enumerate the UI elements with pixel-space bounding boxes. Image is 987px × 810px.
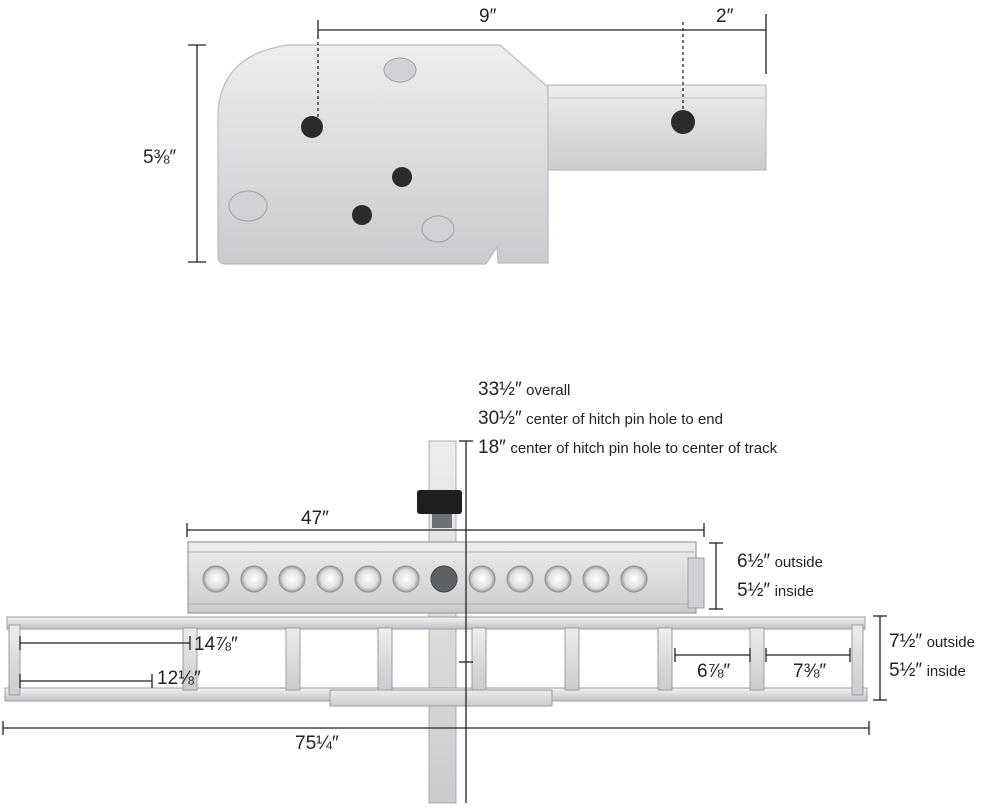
tray-crossbar bbox=[657, 627, 673, 691]
tube-hole bbox=[671, 110, 695, 134]
ramp-end-flap bbox=[687, 557, 705, 609]
bracket-tube-label: 2″ bbox=[716, 6, 734, 27]
tray-top-rail bbox=[6, 616, 866, 630]
bracket-plate bbox=[217, 44, 549, 265]
ramp-outside-label: 6½″ outside bbox=[737, 551, 823, 572]
note-overall: 33½″ overall bbox=[478, 379, 570, 400]
note-pin-to-end: 30½″ center of hitch pin hole to end bbox=[478, 408, 723, 429]
tray-end-right bbox=[851, 624, 864, 696]
clamp-block bbox=[417, 490, 462, 514]
bay-left-outer-label: 14⅞″ bbox=[194, 634, 238, 655]
bay-right-b-label: 7⅜″ bbox=[793, 661, 826, 682]
bay-left-inner-label: 12⅛″ bbox=[157, 668, 201, 689]
tray-inside-label: 5½″ inside bbox=[889, 660, 966, 681]
weld-bead bbox=[383, 57, 417, 83]
weld-bead bbox=[421, 215, 455, 243]
bracket-hole bbox=[301, 116, 323, 138]
tray-crossbar bbox=[285, 627, 301, 691]
mount-plate bbox=[329, 689, 553, 707]
tray-crossbar bbox=[471, 627, 487, 691]
tray-crossbar bbox=[377, 627, 393, 691]
bracket-width-label: 9″ bbox=[479, 6, 497, 27]
tray-end-left bbox=[8, 624, 21, 696]
hitch-bracket bbox=[188, 14, 767, 265]
bay-right-a-label: 6⅞″ bbox=[697, 661, 730, 682]
total-length-label: 75¼″ bbox=[295, 733, 339, 754]
tray-crossbar bbox=[564, 627, 580, 691]
ramp-length-label: 47″ bbox=[301, 508, 329, 529]
note-pin-to-track: 18″ center of hitch pin hole to center o… bbox=[478, 437, 778, 458]
hitch-carrier bbox=[2, 440, 887, 804]
tray-crossbar bbox=[749, 627, 765, 691]
bracket-hole bbox=[352, 205, 372, 225]
weld-bead bbox=[228, 190, 268, 222]
tray-outside-label: 7½″ outside bbox=[889, 631, 975, 652]
bracket-tube bbox=[547, 84, 767, 171]
bracket-hole bbox=[392, 167, 412, 187]
ramp-holes bbox=[202, 565, 648, 593]
ramp-inside-label: 5½″ inside bbox=[737, 580, 814, 601]
bracket-height-label: 5⅜″ bbox=[143, 147, 176, 168]
